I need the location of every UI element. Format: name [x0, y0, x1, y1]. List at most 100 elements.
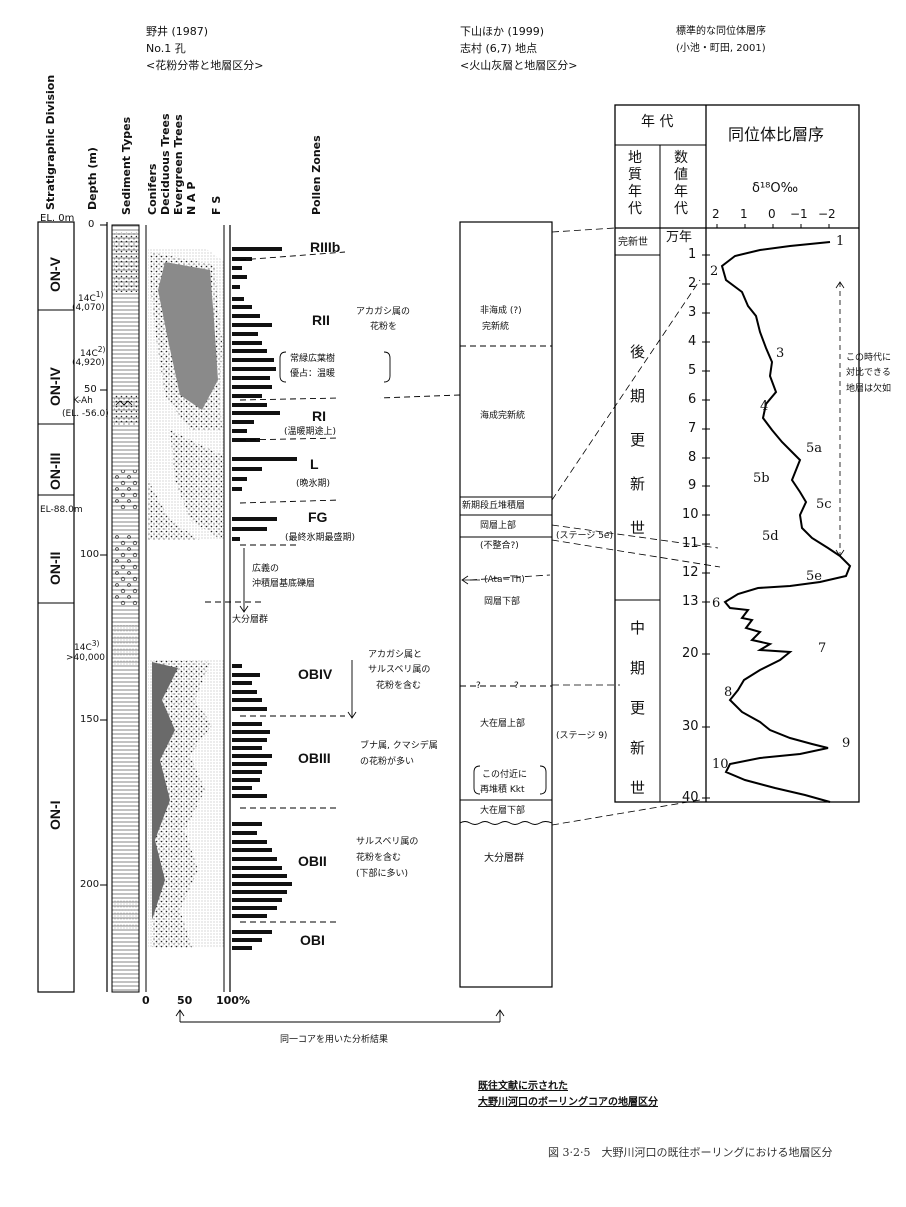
footer-note-1: 既往文献に示された	[478, 1081, 568, 1092]
obii-note-2: 花粉を含む	[356, 853, 402, 863]
obiii-note-2: の花粉が多い	[360, 757, 415, 767]
age-tick-3: 3	[688, 305, 697, 320]
age-ticks	[702, 254, 710, 799]
stage-label-6: 6	[712, 596, 721, 611]
fs-bar	[232, 358, 274, 362]
division-on-ii: ON-II	[47, 551, 63, 585]
depth-ticks	[100, 224, 107, 886]
fs-bar	[232, 457, 297, 461]
depth-100: 100	[80, 549, 100, 560]
late-pleistocene: 後期更新世	[630, 343, 646, 537]
age-tick-20: 20	[682, 646, 699, 661]
age-tick-5: 5	[688, 363, 697, 378]
stage-label-5a: 5a	[806, 441, 823, 456]
fs-bar	[232, 385, 272, 389]
gravel-note-2: 沖積層基底礫層	[252, 579, 316, 589]
delta-ticks	[716, 224, 830, 228]
stage-5e-label: (ステージ 5e)	[556, 531, 613, 541]
fs-bar	[232, 882, 292, 886]
fs-bar	[232, 297, 244, 301]
shimo-subtitle: <火山灰層と地層区分>	[460, 59, 578, 72]
core-unit-8: 大在層上部	[480, 719, 526, 729]
c14-2-value: (4,920)	[72, 358, 105, 368]
c14-3: 14C3)	[74, 639, 100, 653]
fs-bar	[232, 257, 252, 261]
iso-credit: (小池・町田, 2001)	[676, 43, 766, 54]
c14-1: 14C1)	[78, 290, 104, 304]
deciduous-header: Deciduous Trees	[159, 113, 172, 215]
figure-caption: 図 3·2·5 大野川河口の既往ボーリングにおける地層区分	[548, 1146, 833, 1159]
fs-bar	[232, 754, 272, 758]
fs-bar	[232, 690, 257, 694]
zone-obi: OBI	[300, 932, 325, 948]
zone-fg: FG	[308, 509, 328, 525]
isotope-curve	[720, 241, 852, 803]
obiv-note-1: アカガシ属と	[368, 650, 423, 660]
age-tick-4: 4	[688, 334, 697, 349]
sediment-column	[111, 224, 140, 993]
stage-label-1: 1	[836, 234, 845, 249]
fs-bar	[232, 840, 267, 844]
correlation-lines	[469, 227, 721, 826]
fs-bar	[232, 681, 252, 685]
core-unit-10: 大分層群	[484, 853, 524, 864]
fs-bar	[232, 420, 254, 424]
fs-bar	[232, 266, 242, 270]
age-tick-12: 12	[682, 565, 699, 580]
num-age-header: 数値年代	[674, 150, 688, 217]
delta-tick-1: 1	[740, 207, 748, 221]
nap-header: N A P	[185, 181, 198, 215]
depth-200: 200	[80, 879, 100, 890]
fs-bar	[232, 738, 267, 742]
core-unit-1: 非海成 (?)	[480, 306, 522, 316]
missing-note-2: 対比できる	[846, 368, 891, 378]
fs-bar	[232, 664, 242, 668]
delta-tick-3: −1	[790, 207, 808, 221]
shimo-author: 下山ほか (1999)	[460, 25, 545, 38]
zone-boundaries	[205, 251, 346, 923]
man-nen: 万年	[666, 230, 693, 245]
kkt-bracket	[473, 765, 547, 795]
fs-bar	[232, 762, 267, 766]
delta-tick-0: 2	[712, 207, 720, 221]
fs-bar	[232, 906, 277, 910]
fs-bar	[232, 874, 287, 878]
depth-header: Depth (m)	[86, 147, 99, 210]
fs-bar	[232, 527, 267, 531]
fs-bars	[232, 247, 297, 950]
fs-bar	[232, 730, 270, 734]
stage-label-8: 8	[724, 685, 733, 700]
core-unit-2: 海成完新統	[480, 411, 526, 421]
depth-150: 150	[80, 714, 100, 725]
iso-title: 標準的な同位体層序	[676, 26, 766, 37]
fs-bar	[232, 305, 252, 309]
el-0: EL. 0m	[40, 213, 75, 224]
fs-bar	[232, 770, 262, 774]
same-core-note: 同一コアを用いた分析結果	[280, 1035, 389, 1045]
noi-site: No.1 孔	[146, 42, 186, 55]
depth-50: 50	[84, 384, 97, 395]
obii-note-1: サルスベリ属の	[356, 837, 419, 847]
footer-note-2: 大野川河口のボーリングコアの地層区分	[478, 1097, 658, 1108]
fs-bar	[232, 275, 247, 279]
c14-2: 14C2)	[80, 345, 106, 359]
rii-note-1: アカガシ属の	[356, 307, 411, 317]
division-boundaries	[38, 309, 74, 604]
age-tick-2: 2	[688, 276, 697, 291]
fs-bar	[232, 314, 260, 318]
fs-bar	[232, 866, 282, 870]
age-tick-9: 9	[688, 478, 697, 493]
zone-obii: OBII	[298, 853, 327, 869]
fs-bar	[232, 698, 262, 702]
stage-label-9: 9	[842, 736, 851, 751]
fs-bar	[232, 341, 262, 345]
stage-label-5b: 5b	[753, 471, 770, 486]
fs-bar	[232, 467, 262, 471]
age-tick-30: 30	[682, 719, 699, 734]
pollen-percentage-panel	[145, 225, 231, 992]
core-unit-9: 大在層下部	[480, 806, 526, 816]
fs-bar	[232, 848, 272, 852]
stratigraphic-header: Stratigraphic Division	[44, 74, 57, 210]
bracket-arrows	[239, 351, 391, 719]
